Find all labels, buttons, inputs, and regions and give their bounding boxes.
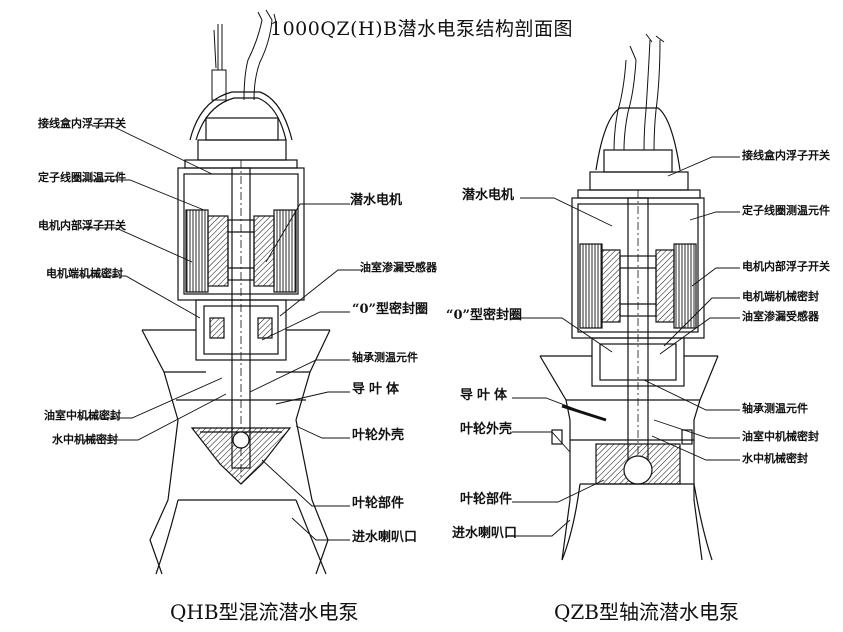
left-label-motor-float-switch: 电机内部浮子开关: [38, 219, 126, 232]
left-label-impeller-casing: 叶轮外壳: [352, 428, 405, 443]
right-outlet-tube: [539, 355, 571, 561]
right-inlet-bellmouth: [561, 483, 713, 561]
left-label-inlet-bellmouth: 进水喇叭口: [352, 530, 418, 545]
right-label-impeller-parts: 叶轮部件: [460, 492, 513, 507]
left-inlet-bellmouth: [155, 499, 327, 575]
left-label-bearing-temp-sensor: 轴承测温元件: [352, 351, 418, 364]
right-label-impeller-casing: 叶轮外壳: [460, 422, 513, 437]
right-label-bearing-temp-sensor: 轴承测温元件: [742, 402, 808, 415]
right-lifting-frame: [595, 107, 681, 171]
right-label-motor-end-seal: 电机端机械密封: [742, 290, 819, 303]
right-label-oil-mid-seal: 油室中机械密封: [742, 430, 819, 443]
right-label-stator-temp-sensor: 定子线圈测温元件: [742, 204, 830, 217]
left-cables: [211, 9, 277, 101]
right-label-water-mid-seal: 水中机械密封: [742, 452, 808, 465]
right-label-motor-float-switch: 电机内部浮子开关: [742, 260, 830, 273]
left-label-submersible-motor: 潜水电机: [350, 193, 403, 208]
left-label-oil-mid-seal: 油室中机械密封: [44, 409, 121, 422]
left-label-motor-end-seal: 电机端机械密封: [46, 267, 123, 280]
left-lifting-frame: [189, 91, 293, 141]
right-label-submersible-motor: 潜水电机: [462, 188, 515, 203]
left-leader-lines: [80, 125, 362, 541]
right-leader-lines: [512, 156, 740, 537]
left-label-oil-leak-sensor: 油室渗漏受感器: [360, 261, 437, 274]
left-label-guide-vane: 导叶体: [352, 382, 404, 397]
right-label-inlet-bellmouth: 进水喇叭口: [452, 526, 518, 541]
left-label-water-mid-seal: 水中机械密封: [52, 433, 118, 446]
right-label-guide-vane: 导叶体: [460, 388, 512, 403]
diagram-title: 1000QZ(H)B潜水电泵结构剖面图: [270, 18, 573, 40]
right-pump-drawing: [539, 33, 719, 561]
right-label-o-ring: “0”型密封圈: [446, 308, 523, 323]
left-outlet-tube: [141, 329, 179, 575]
right-pump-caption: QZB型轴流潜水电泵: [554, 600, 739, 624]
left-pump-drawing: [141, 9, 331, 575]
right-label-junction-box-float-switch: 接线盒内浮子开关: [742, 149, 830, 162]
left-impeller: [190, 427, 292, 485]
left-label-junction-box-float-switch: 接线盒内浮子开关: [38, 117, 126, 130]
right-cables: [613, 33, 665, 151]
left-label-o-ring: “0”型密封圈: [352, 302, 429, 317]
right-label-oil-leak-sensor: 油室渗漏受感器: [742, 310, 819, 323]
left-pump-caption: QHB型混流潜水电泵: [170, 600, 359, 624]
left-label-impeller-parts: 叶轮部件: [352, 496, 405, 511]
left-label-stator-temp-sensor: 定子线圈测温元件: [38, 171, 126, 184]
